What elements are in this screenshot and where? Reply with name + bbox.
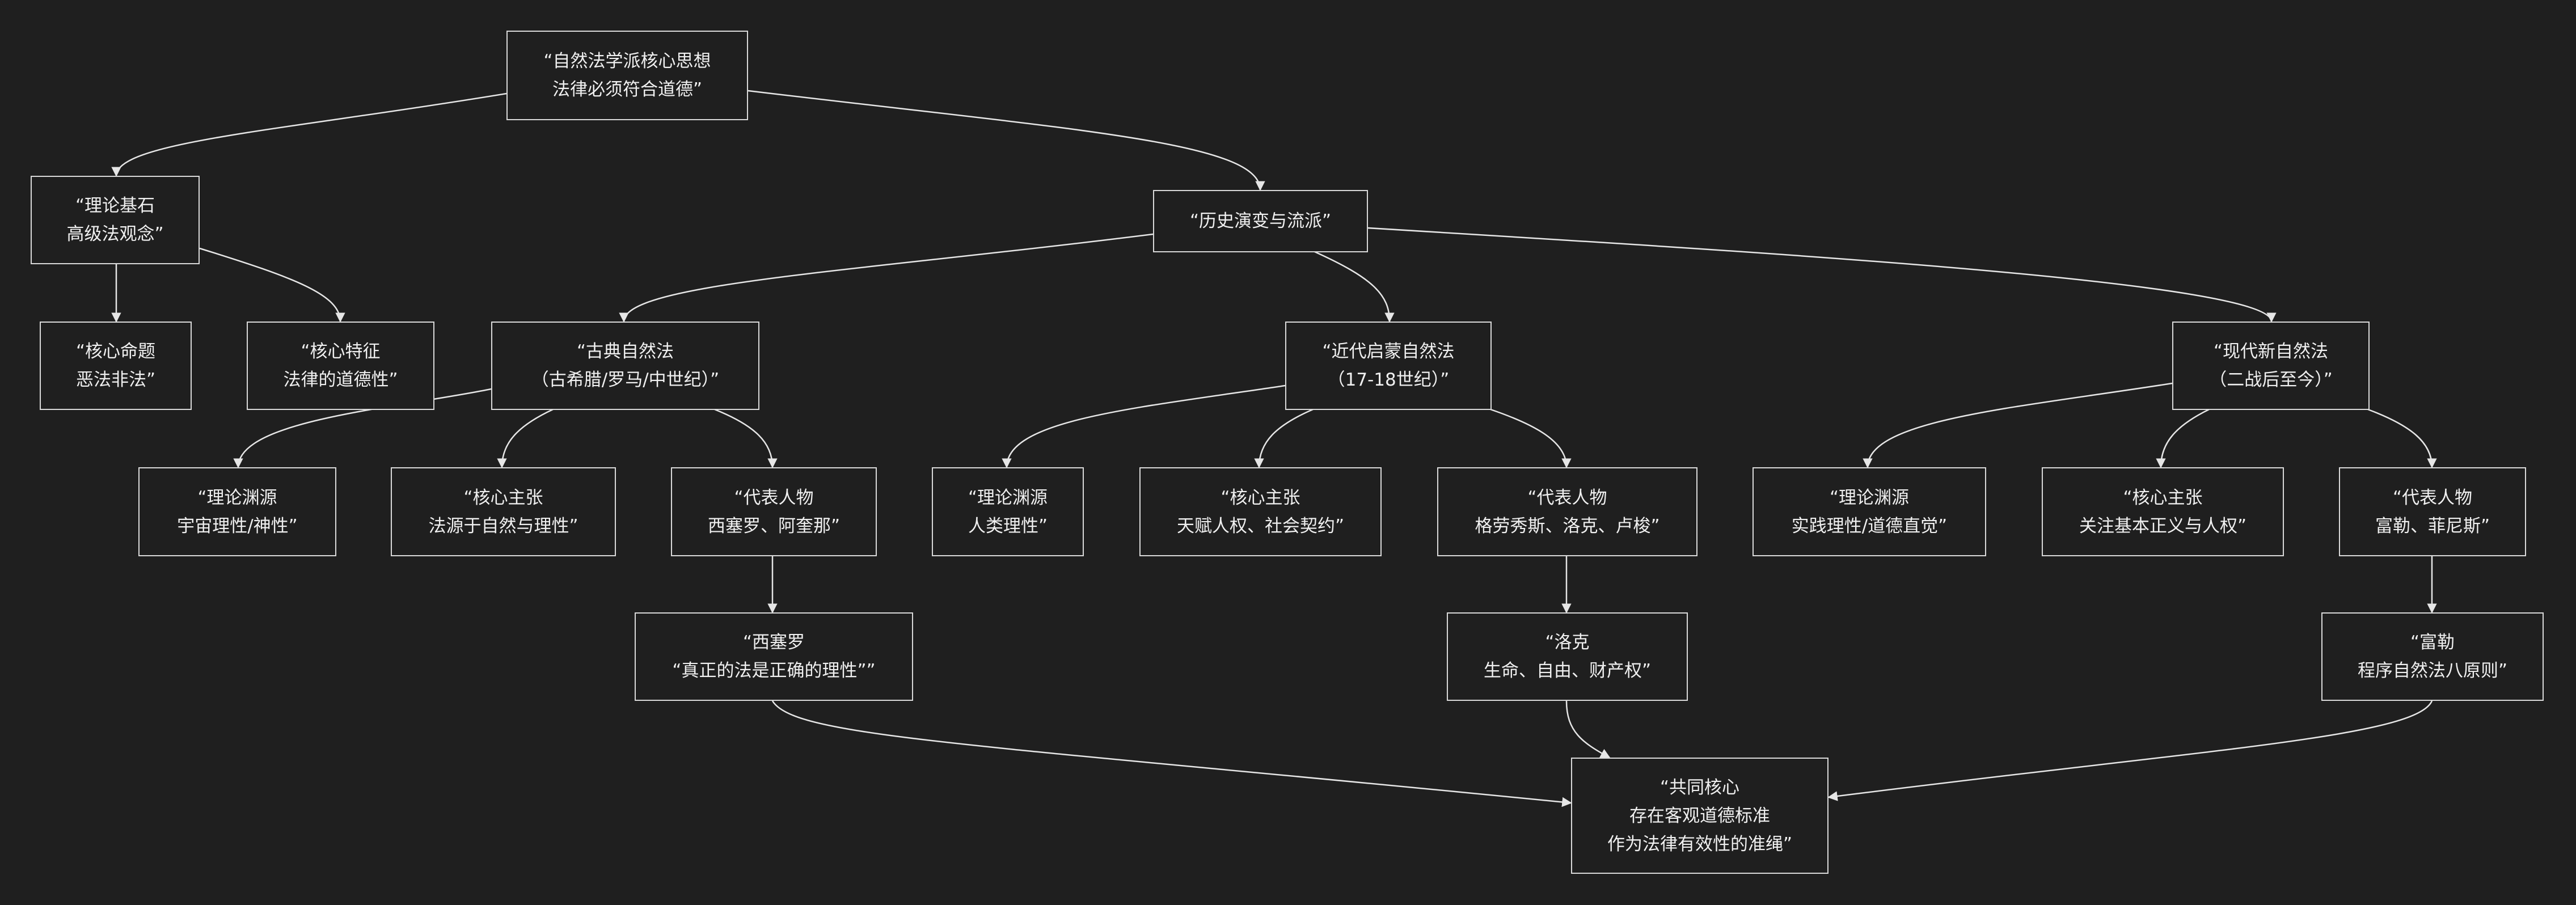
node-classical: “古典自然法 （古希腊/罗马/中世纪）” — [491, 322, 759, 410]
node-classical-source-text: “理论渊源 宇宙理性/神性” — [177, 487, 298, 536]
node-modern-claim: “核心主张 关注基本正义与人权” — [2042, 467, 2284, 556]
edge-fuller-common — [1827, 700, 2433, 801]
node-feature-text: “核心特征 法律的道德性” — [283, 341, 398, 390]
edge-history-classical — [619, 233, 1154, 323]
node-classical-claim: “核心主张 法源于自然与理性” — [391, 467, 616, 556]
edge-locke-common — [1565, 700, 1611, 759]
node-enlightenment-text: “近代启蒙自然法 （17-18世纪）” — [1322, 341, 1455, 390]
edge-classical-claim — [497, 408, 554, 468]
node-root: “自然法学派核心思想 法律必须符合道德” — [506, 31, 748, 120]
edge-classical-source — [233, 388, 492, 468]
edge-modern-claim — [2156, 408, 2210, 468]
node-foundation-text: “理论基石 高级法观念” — [66, 196, 164, 244]
node-enlight-source-text: “理论渊源 人类理性” — [968, 487, 1048, 536]
edge-modern-figures — [2367, 408, 2437, 468]
node-enlight-figures: “代表人物 格劳秀斯、洛克、卢梭” — [1437, 467, 1697, 556]
node-locke: “洛克 生命、自由、财产权” — [1447, 612, 1688, 701]
edge-enlight-figures — [1490, 408, 1572, 468]
node-classical-figures: “代表人物 西塞罗、阿奎那” — [671, 467, 877, 556]
node-modern-claim-text: “核心主张 关注基本正义与人权” — [2079, 487, 2247, 536]
edge-root-history — [748, 90, 1265, 191]
node-proposition-text: “核心命题 恶法非法” — [75, 341, 156, 390]
node-enlight-source: “理论渊源 人类理性” — [932, 467, 1084, 556]
node-enlight-claim-text: “核心主张 天赋人权、社会契约” — [1176, 487, 1345, 536]
node-enlight-figures-text: “代表人物 格劳秀斯、洛克、卢梭” — [1475, 487, 1660, 536]
node-classical-source: “理论渊源 宇宙理性/神性” — [138, 467, 336, 556]
node-classical-claim-text: “核心主张 法源于自然与理性” — [428, 487, 578, 536]
node-history-text: “历史演变与流派” — [1189, 211, 1332, 231]
node-common-text: “共同核心 存在客观道德标准 作为法律有效性的准绳” — [1607, 777, 1793, 855]
edge-modern-source — [1863, 382, 2173, 468]
node-fuller: “富勒 程序自然法八原则” — [2321, 612, 2544, 701]
node-history: “历史演变与流派” — [1153, 190, 1368, 252]
node-modern-source-text: “理论渊源 实践理性/道德直觉” — [1791, 487, 1948, 536]
node-modern-figures-text: “代表人物 富勒、菲尼斯” — [2375, 487, 2490, 536]
node-modern: “现代新自然法 （二战后至今）” — [2172, 322, 2370, 410]
node-modern-figures: “代表人物 富勒、菲尼斯” — [2339, 467, 2526, 556]
edge-history-enlightenment — [1314, 251, 1395, 323]
node-classical-text: “古典自然法 （古希腊/罗马/中世纪）” — [531, 341, 720, 390]
node-enlight-claim: “核心主张 天赋人权、社会契约” — [1139, 467, 1382, 556]
edge-classical-figures — [714, 408, 778, 468]
node-locke-text: “洛克 生命、自由、财产权” — [1483, 632, 1652, 681]
node-common: “共同核心 存在客观道德标准 作为法律有效性的准绳” — [1571, 758, 1828, 874]
node-root-text: “自然法学派核心思想 法律必须符合道德” — [543, 51, 711, 100]
edge-enlight-source — [1002, 384, 1286, 468]
edge-cicero-common — [771, 700, 1572, 807]
edge-root-foundation — [111, 92, 507, 177]
node-fuller-text: “富勒 程序自然法八原则” — [2357, 632, 2508, 681]
node-cicero-text: “西塞罗 “真正的法是正确的理性”” — [672, 632, 876, 681]
node-enlightenment: “近代启蒙自然法 （17-18世纪）” — [1285, 322, 1492, 410]
node-modern-source: “理论渊源 实践理性/道德直觉” — [1752, 467, 1986, 556]
edge-foundation-feature — [199, 247, 345, 323]
node-foundation: “理论基石 高级法观念” — [31, 176, 200, 264]
node-cicero: “西塞罗 “真正的法是正确的理性”” — [635, 612, 913, 701]
node-proposition: “核心命题 恶法非法” — [40, 322, 192, 410]
node-classical-figures-text: “代表人物 西塞罗、阿奎那” — [707, 487, 841, 536]
node-modern-text: “现代新自然法 （二战后至今）” — [2209, 341, 2333, 390]
edge-enlight-claim — [1254, 408, 1314, 468]
edge-history-modern — [1367, 227, 2277, 323]
node-feature: “核心特征 法律的道德性” — [247, 322, 434, 410]
